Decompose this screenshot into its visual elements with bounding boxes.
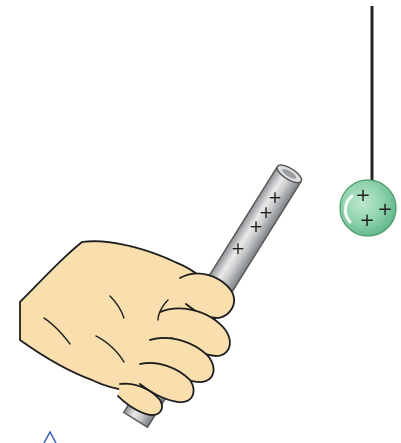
ball-charge: + [359,210,374,231]
ball-charge: + [355,185,370,206]
rod-charge: + [231,239,245,259]
edge-mark [44,432,56,443]
hand [20,241,234,415]
charged-sphere: + + + [340,180,396,236]
rod-charge: + [249,217,263,237]
ball-charge: + [377,199,392,220]
